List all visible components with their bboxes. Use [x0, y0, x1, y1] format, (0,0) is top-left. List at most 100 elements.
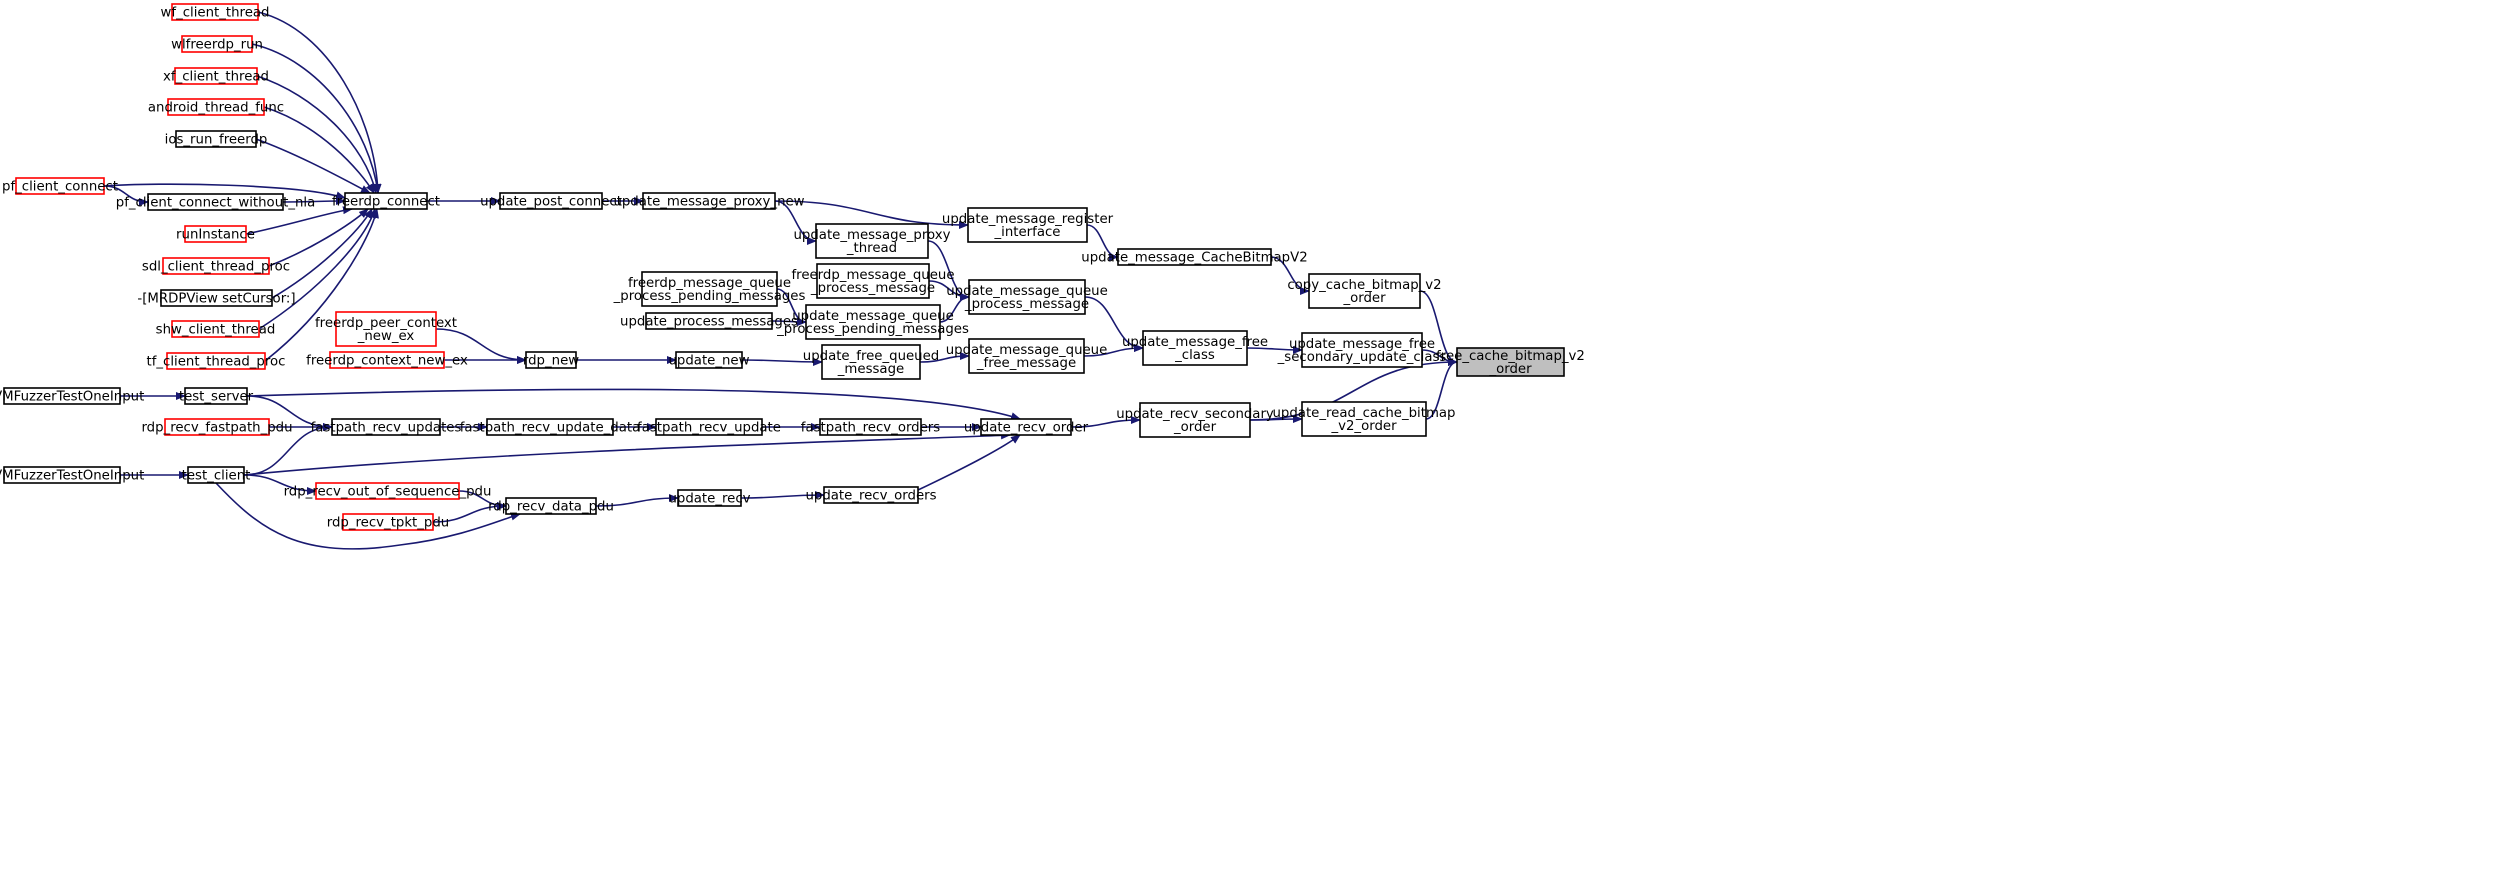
node-update-message-proxy-new[interactable]: update_message_proxy_new: [613, 192, 805, 210]
node-pf-client-connect-without-nla[interactable]: pf_client_connect_without_nla: [116, 193, 316, 211]
node-freerdp-peer-context-new-ex[interactable]: freerdp_peer_context_new_ex: [315, 311, 457, 347]
node-llvm-fuzzer-2[interactable]: LLVMFuzzerTestOneInput: [0, 466, 144, 484]
node-box: [342, 513, 434, 531]
edge-update_process_messages-to-update_message_queue_process_pending_messages: [771, 317, 807, 326]
node-label: _v2_order: [1330, 419, 1397, 434]
node-update-message-free-secondary-update-class[interactable]: update_message_free_secondary_update_cla…: [1277, 332, 1447, 368]
node-update-message-free-class[interactable]: update_message_free_class: [1122, 330, 1268, 366]
node-update-process-messages[interactable]: update_process_messages: [620, 312, 798, 330]
node-rdp-new[interactable]: rdp_new: [523, 351, 579, 369]
node-label: fastpath_recv_update: [637, 421, 781, 436]
edge-arrow: [246, 395, 333, 431]
node-free-cache-bitmap-v2-order[interactable]: free_cache_bitmap_v2_order: [1436, 347, 1585, 377]
node-freerdp-message-queue-process-message[interactable]: freerdp_message_queue_process_message: [791, 263, 955, 299]
node-box: [641, 271, 778, 307]
node-label: freerdp_message_queue: [791, 268, 954, 283]
edge-arrow: [215, 482, 521, 550]
node-update-recv-secondary-order[interactable]: update_recv_secondary_order: [1116, 402, 1274, 438]
edge-pf_client_connect-to-freerdp_connect: [103, 183, 346, 200]
node-label: freerdp_message_queue: [628, 276, 791, 291]
node-label: tf_client_thread_proc: [146, 355, 285, 370]
node-update-message-queue-process-pending-messages[interactable]: update_message_queue_process_pending_mes…: [776, 304, 969, 340]
edge-arrow: [255, 138, 371, 194]
node-update-message-proxy-thread[interactable]: update_message_proxy_thread: [794, 223, 951, 259]
node-update-message-register-interface[interactable]: update_message_register_interface: [942, 207, 1114, 243]
node-label: free_cache_bitmap_v2: [1436, 349, 1585, 364]
node-tf-client-thread-proc[interactable]: tf_client_thread_proc: [146, 352, 286, 370]
edge-arrow: [917, 434, 1021, 491]
node-wlfreerdp-run[interactable]: wlfreerdp_run: [171, 35, 263, 53]
node-label: runInstance: [176, 228, 255, 243]
node-fastpath-recv-update-data[interactable]: fastpath_recv_update_data: [460, 418, 640, 436]
node-label: test_client: [182, 469, 251, 484]
node-android-thread-func[interactable]: android_thread_func: [148, 98, 284, 116]
node-label: freerdp_connect: [332, 195, 440, 210]
node-llvm-fuzzer-1[interactable]: LLVMFuzzerTestOneInput: [0, 387, 144, 405]
node-box: [645, 312, 773, 330]
node-rdp-recv-out-of-sequence-pdu[interactable]: rdp_recv_out_of_sequence_pdu: [284, 482, 492, 500]
node-runInstance[interactable]: runInstance: [176, 225, 255, 243]
node-rdp-recv-fastpath-pdu[interactable]: rdp_recv_fastpath_pdu: [141, 418, 293, 436]
node-xf-client-thread[interactable]: xf_client_thread: [163, 67, 269, 85]
edge-arrow: [103, 183, 346, 200]
node-update-message-queue-process-message[interactable]: update_message_queue_process_message: [946, 279, 1108, 315]
node-label: xf_client_thread: [163, 70, 269, 85]
node-update-recv-order[interactable]: update_recv_order: [964, 418, 1089, 436]
node-box: [1139, 402, 1251, 438]
edge-arrow: [256, 75, 378, 194]
node-box: [147, 193, 284, 211]
node-box: [642, 192, 776, 210]
edge-sdl_client_thread_proc-to-freerdp_connect: [268, 208, 369, 267]
node-pf-client-connect[interactable]: pf_client_connect: [2, 177, 118, 195]
node-rdp-recv-data-pdu[interactable]: rdp_recv_data_pdu: [488, 497, 614, 515]
node-label: pf_client_connect_without_nla: [116, 196, 316, 211]
node-box: [967, 207, 1088, 243]
node-shw-client-thread[interactable]: shw_client_thread: [156, 320, 276, 338]
edge-ios_run_freerdp-to-freerdp_connect: [255, 138, 371, 194]
edge-arrow: [1083, 344, 1144, 357]
edge-arrow: [1425, 358, 1458, 420]
node-label: _class: [1174, 348, 1215, 363]
node-mrdpview[interactable]: -[MRDPView setCursor:]: [137, 289, 296, 307]
node-ios-run-freerdp[interactable]: ios_run_freerdp: [165, 130, 268, 148]
node-wf-client-thread[interactable]: wf_client_thread: [161, 3, 270, 21]
node-rdp-recv-tpkt-pdu[interactable]: rdp_recv_tpkt_pdu: [327, 513, 449, 531]
edge-shw_client_thread-to-freerdp_connect: [258, 208, 377, 330]
node-label: shw_client_thread: [156, 323, 276, 338]
node-freerdp-message-queue-process-pending-messages[interactable]: freerdp_message_queue_process_pending_me…: [613, 271, 806, 307]
edge-update_message_proxy_new-to-update_message_proxy_thread: [774, 200, 817, 245]
node-label: update_process_messages: [620, 315, 798, 330]
node-label: ios_run_freerdp: [165, 133, 268, 148]
node-update-post-connect[interactable]: update_post_connect: [480, 192, 622, 210]
edge-tf_client_thread_proc-to-freerdp_connect: [264, 208, 379, 362]
edge-arrow: [282, 197, 346, 206]
node-freerdp-context-new-ex[interactable]: freerdp_context_new_ex: [306, 351, 468, 369]
edge-freerdp_peer_context_new_ex-to-rdp_new: [435, 328, 527, 364]
node-fastpath-recv-updates[interactable]: fastpath_recv_updates: [311, 418, 462, 436]
node-box: [819, 418, 922, 436]
node-label: _thread: [846, 241, 897, 256]
node-box: [344, 192, 428, 210]
node-copy-cache-bitmap-v2-order[interactable]: copy_cache_bitmap_v2_order: [1287, 273, 1442, 309]
node-test-client[interactable]: test_client: [182, 466, 251, 484]
node-box: [160, 289, 273, 307]
node-update-recv-orders[interactable]: update_recv_orders: [805, 486, 937, 504]
node-update-message-queue-free-message[interactable]: update_message_queue_free_message: [946, 338, 1108, 374]
node-fastpath-recv-orders[interactable]: fastpath_recv_orders: [801, 418, 940, 436]
node-update-new[interactable]: update_new: [669, 351, 750, 369]
node-label: update_free_queued: [803, 349, 939, 364]
node-test-server[interactable]: test_server: [179, 387, 254, 405]
node-sdl-client-thread-proc[interactable]: sdl_client_thread_proc: [142, 257, 290, 275]
node-update-message-CacheBitmapV2[interactable]: update_message_CacheBitmapV2: [1081, 248, 1308, 266]
node-fastpath-recv-update[interactable]: fastpath_recv_update: [637, 418, 781, 436]
node-box: [174, 67, 258, 85]
node-update-read-cache-bitmap-v2-order[interactable]: update_read_cache_bitmap_v2_order: [1272, 401, 1456, 437]
edge-update_message_CacheBitmapV2-to-copy_cache_bitmap_v2_order: [1270, 256, 1310, 295]
edge-update_recv_secondary_order-to-update_read_cache_bitmap_v2_order: [1249, 415, 1303, 424]
node-update-recv[interactable]: update_recv: [668, 489, 751, 507]
edge-arrow: [741, 357, 823, 366]
node-box: [499, 192, 603, 210]
node-freerdp-connect[interactable]: freerdp_connect: [332, 192, 440, 210]
edge-rdp_recv_tpkt_pdu-to-rdp_recv_data_pdu: [432, 502, 507, 523]
node-update-free-queued-message[interactable]: update_free_queued_message: [803, 344, 939, 380]
